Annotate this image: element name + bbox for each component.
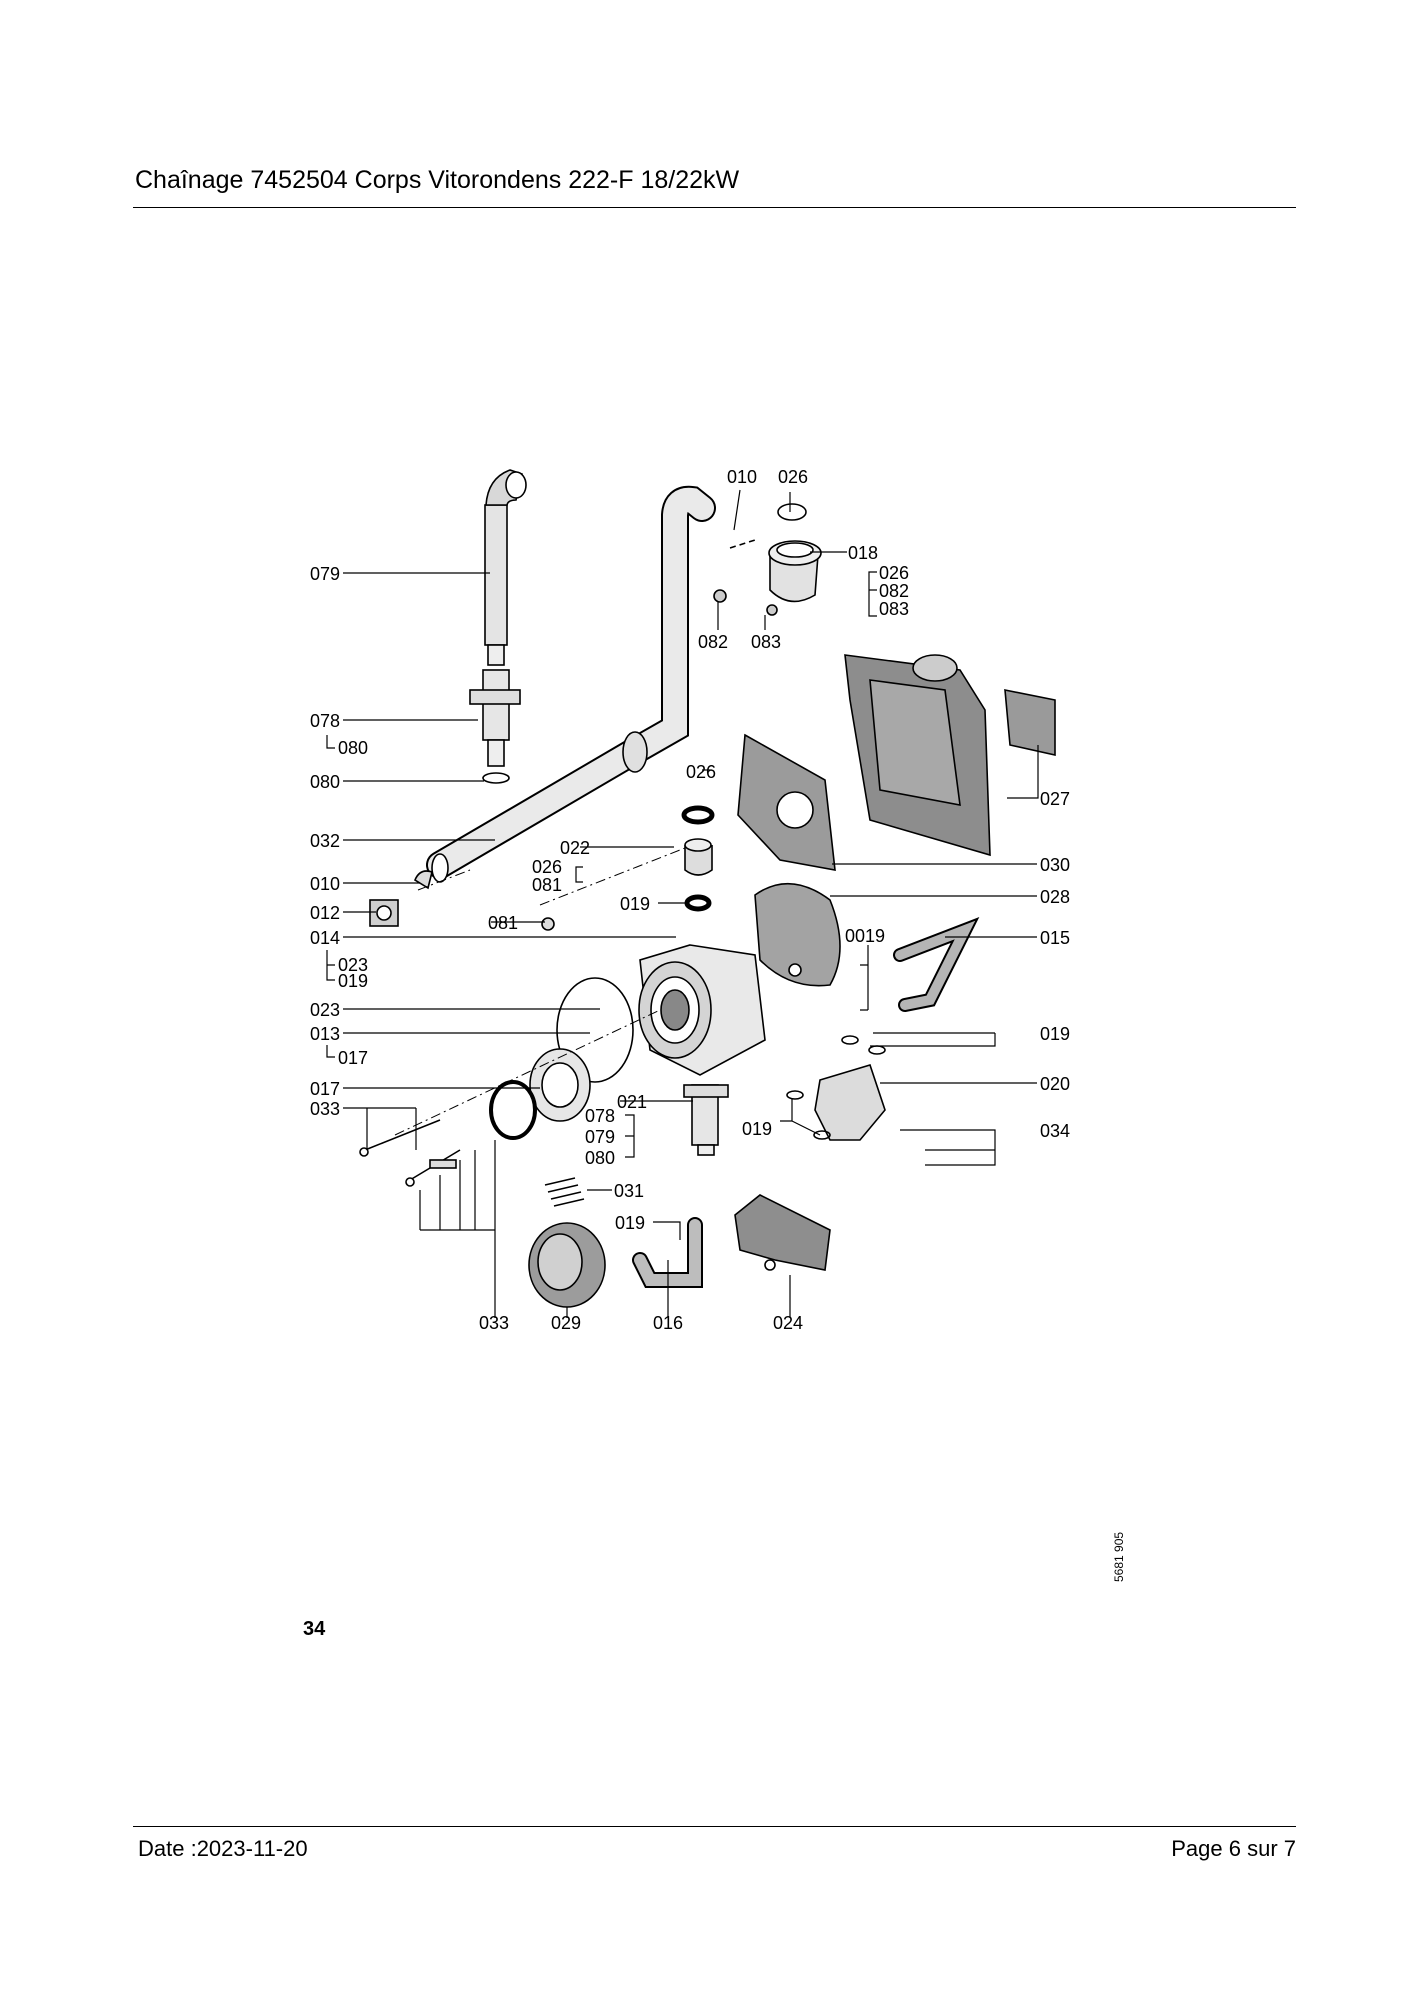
callout-078: 078: [310, 711, 340, 731]
callout-019-manifold: 019: [742, 1119, 772, 1139]
footer-date: Date :2023-11-20: [138, 1836, 308, 1861]
callout-020: 020: [1040, 1074, 1070, 1094]
screws-031-drawing: [544, 1177, 585, 1207]
callout-034: 034: [1040, 1121, 1070, 1141]
callout-021-sub-078: 078: [585, 1106, 615, 1126]
callout-021: 021: [617, 1092, 647, 1112]
rings-022-drawing: [541, 805, 715, 931]
callout-026-mid: 026: [686, 762, 716, 782]
callout-019-right: 019: [1040, 1024, 1070, 1044]
part-012-drawing: [369, 899, 399, 927]
callout-021-sub-079: 079: [585, 1127, 615, 1147]
footer-page-number: Page 6 sur 7: [1171, 1836, 1296, 1861]
callout-018: 018: [848, 543, 878, 563]
callout-026-top: 026: [778, 467, 808, 487]
callout-022-sub-081: 081: [532, 875, 562, 895]
fitting-021-drawing: [683, 1084, 729, 1156]
callout-031: 031: [614, 1181, 644, 1201]
pipe-016-drawing: [632, 1217, 703, 1288]
leader-lines: [326, 489, 1039, 1318]
callout-014-sub-023: 023: [338, 955, 368, 975]
callout-079: 079: [310, 564, 340, 584]
callout-029: 029: [551, 1313, 581, 1333]
callout-019-mid: 019: [620, 894, 650, 914]
callout-022: 022: [560, 838, 590, 858]
callout-013-sub: 017: [338, 1048, 368, 1068]
flue-adapter-018-drawing: [713, 503, 822, 616]
callout-018-sub-026: 026: [879, 563, 909, 583]
callout-013: 013: [310, 1024, 340, 1044]
callout-033-bottom: 033: [479, 1313, 509, 1333]
screws-033-drawing: [359, 1119, 461, 1187]
callout-022-sub-026: 026: [532, 857, 562, 877]
callout-0019: 0019: [845, 926, 885, 946]
callout-018-sub-082: 082: [879, 581, 909, 601]
page-marker: 34: [303, 1618, 326, 1640]
plate-028-drawing: [754, 882, 841, 987]
callout-024: 024: [773, 1313, 803, 1333]
header-divider: [133, 207, 1296, 208]
hose-015-drawing: [893, 916, 980, 1012]
manifold-020-drawing: [786, 1035, 886, 1141]
drawing-reference: 5681 905: [1112, 1531, 1126, 1582]
callout-078-sub: 080: [338, 738, 368, 758]
fitting-078-drawing: [469, 669, 521, 784]
callout-016: 016: [653, 1313, 683, 1333]
callout-014: 014: [310, 928, 340, 948]
clip-010-drawing: [413, 870, 433, 890]
callout-023: 023: [310, 1000, 340, 1020]
callout-033-left: 033: [310, 1099, 340, 1119]
casing-030-drawing: [737, 654, 1056, 871]
callout-080: 080: [310, 772, 340, 792]
callout-010-top: 010: [727, 467, 757, 487]
callout-032: 032: [310, 831, 340, 851]
callout-017: 017: [310, 1079, 340, 1099]
callout-014-sub-019: 019: [338, 971, 368, 991]
burner-013-drawing: [489, 977, 634, 1140]
callout-018-sub-083: 083: [879, 599, 909, 619]
footer-divider: [133, 1826, 1296, 1827]
callout-030: 030: [1040, 855, 1070, 875]
callout-082: 082: [698, 632, 728, 652]
insulation-029-drawing: [528, 1222, 606, 1308]
page-title: Chaînage 7452504 Corps Vitorondens 222-F…: [135, 166, 740, 194]
callout-028: 028: [1040, 887, 1070, 907]
callout-012: 012: [310, 903, 340, 923]
callout-083: 083: [751, 632, 781, 652]
pipe-079-drawing: [484, 469, 527, 666]
callout-019-bottom: 019: [615, 1213, 645, 1233]
callout-010-left: 010: [310, 874, 340, 894]
callout-015: 015: [1040, 928, 1070, 948]
callout-027: 027: [1040, 789, 1070, 809]
callout-021-sub-080: 080: [585, 1148, 615, 1168]
pipe-032-drawing: [426, 485, 716, 883]
callout-081: 081: [488, 913, 518, 933]
heat-exchanger-014-drawing: [638, 944, 766, 1076]
bracket-024-drawing: [734, 1194, 831, 1271]
